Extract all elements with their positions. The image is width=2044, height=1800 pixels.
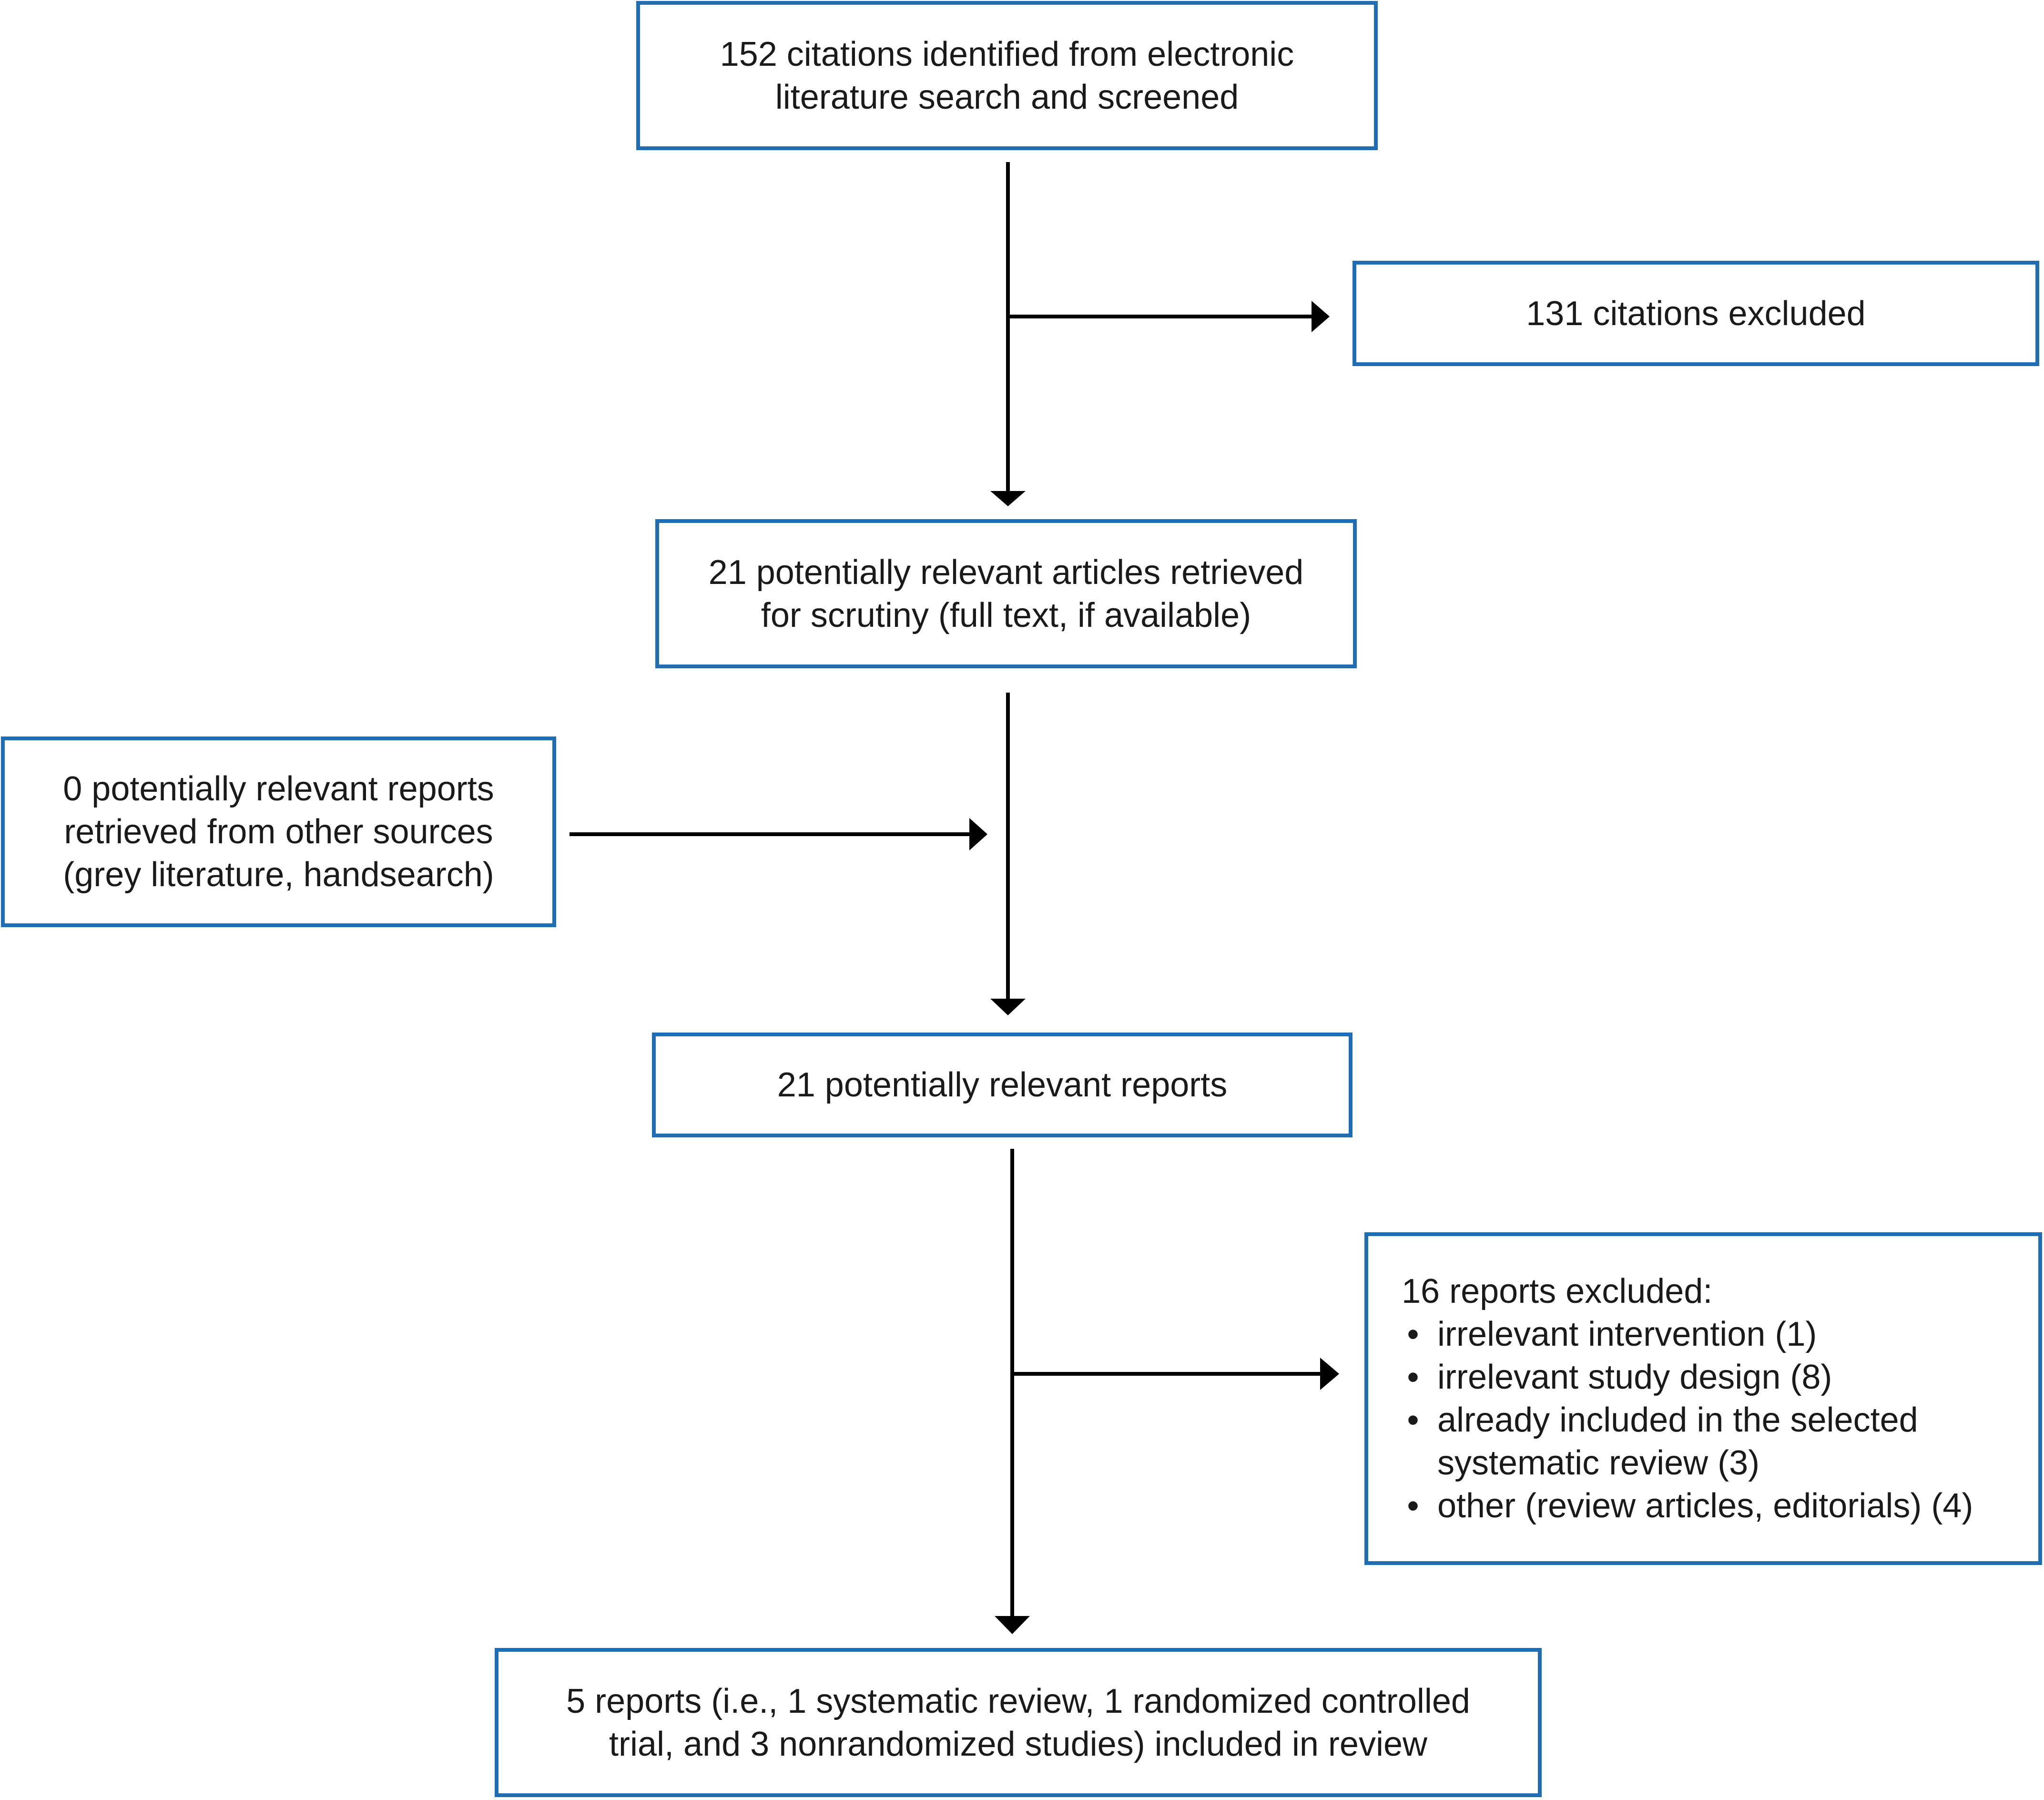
other-sources-line-2: retrieved from other sources bbox=[64, 813, 493, 851]
relevant-reports-box: 21 potentially relevant reports bbox=[652, 1033, 1352, 1137]
bullet-marker: • bbox=[1407, 1401, 1419, 1439]
exclusion-reason-item: • already included in the selected syste… bbox=[1402, 1399, 1973, 1484]
other-sources-box: 0 potentially relevant reports retrieved… bbox=[1, 736, 556, 927]
exclusion-reasons-list: • irrelevant intervention (1) • irreleva… bbox=[1402, 1313, 1973, 1527]
exclusion-reason-item: • other (review articles, editorials) (4… bbox=[1402, 1484, 1973, 1527]
excluded-reports-box: 16 reports excluded: • irrelevant interv… bbox=[1364, 1232, 2042, 1565]
exclusion-reason-item: • irrelevant intervention (1) bbox=[1402, 1313, 1973, 1356]
retrieved-line-2: for scrutiny (full text, if available) bbox=[761, 596, 1251, 634]
included-line-1: 5 reports (i.e., 1 systematic review, 1 … bbox=[566, 1682, 1470, 1720]
identified-line-1: 152 citations identified from electronic bbox=[720, 35, 1294, 73]
arrowhead-to-relevant-reports bbox=[990, 999, 1026, 1015]
arrowhead-from-other-sources bbox=[969, 818, 987, 850]
other-sources-line-3: (grey literature, handsearch) bbox=[63, 856, 494, 894]
arrowhead-to-excluded-citations bbox=[1312, 301, 1330, 332]
bullet-marker: • bbox=[1407, 1315, 1419, 1353]
other-sources-line-1: 0 potentially relevant reports bbox=[63, 770, 494, 808]
exclusion-reason-text: other (review articles, editorials) (4) bbox=[1437, 1487, 1973, 1525]
excluded-citations-box: 131 citations excluded bbox=[1352, 261, 2039, 366]
arrowhead-to-included bbox=[995, 1616, 1030, 1634]
bullet-marker: • bbox=[1407, 1487, 1419, 1525]
included-reports-box: 5 reports (i.e., 1 systematic review, 1 … bbox=[495, 1648, 1542, 1797]
exclusion-reason-text: irrelevant study design (8) bbox=[1437, 1358, 1832, 1396]
identified-line-2: literature search and screened bbox=[775, 78, 1239, 116]
retrieved-articles-box: 21 potentially relevant articles retriev… bbox=[655, 519, 1357, 668]
excluded-reports-heading: 16 reports excluded: bbox=[1402, 1272, 1713, 1310]
included-line-2: trial, and 3 nonrandomized studies) incl… bbox=[609, 1725, 1427, 1763]
excluded-citations-text: 131 citations excluded bbox=[1526, 294, 1866, 333]
arrowhead-to-retrieved bbox=[990, 491, 1026, 506]
retrieved-line-1: 21 potentially relevant articles retriev… bbox=[708, 553, 1304, 592]
exclusion-reason-item: • irrelevant study design (8) bbox=[1402, 1356, 1973, 1399]
exclusion-reason-text: already included in the selected bbox=[1437, 1401, 1918, 1439]
exclusion-reason-text-continued: systematic review (3) bbox=[1437, 1444, 1760, 1482]
bullet-marker: • bbox=[1407, 1358, 1419, 1396]
identified-citations-box: 152 citations identified from electronic… bbox=[636, 1, 1378, 150]
exclusion-reason-text: irrelevant intervention (1) bbox=[1437, 1315, 1817, 1353]
relevant-reports-text: 21 potentially relevant reports bbox=[777, 1066, 1228, 1104]
arrowhead-to-excluded-reports bbox=[1320, 1358, 1339, 1390]
